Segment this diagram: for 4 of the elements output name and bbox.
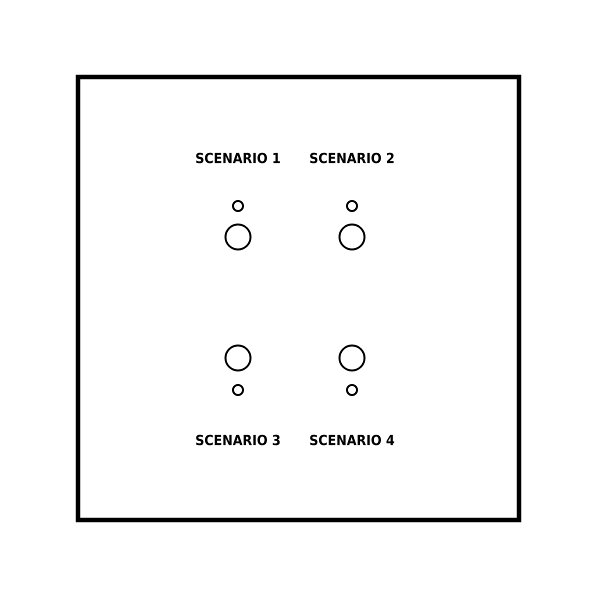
button-label: SCENARIO 1 [196,152,280,164]
button-label: SCENARIO 2 [310,152,394,164]
button-label: SCENARIO 4 [310,434,394,446]
button-label: SCENARIO 3 [196,434,280,446]
